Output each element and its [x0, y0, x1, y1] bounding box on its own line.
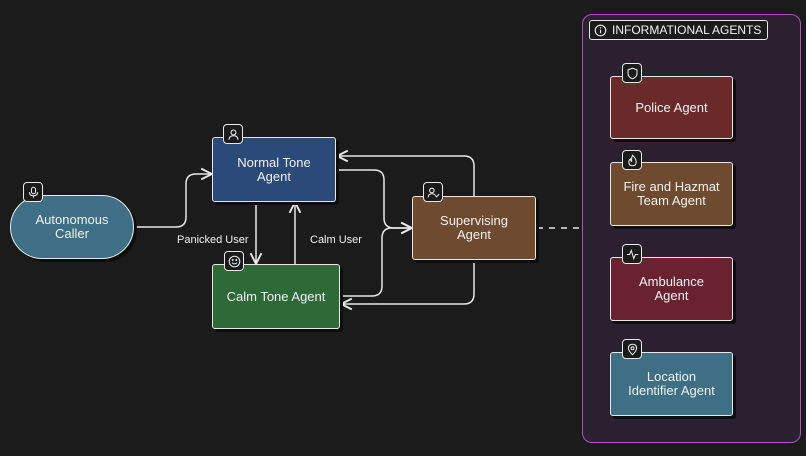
fire-badge: [622, 150, 642, 170]
location-badge: [622, 339, 642, 359]
supervising-agent-label: Supervising Agent: [440, 213, 508, 242]
fire-hazmat-agent-node[interactable]: Fire and Hazmat Team Agent: [610, 162, 733, 226]
fire-hazmat-agent-label: Fire and Hazmat Team Agent: [623, 179, 720, 208]
user-icon: [228, 129, 238, 140]
edge-label-calm-user: Calm User: [310, 234, 362, 246]
shield-icon: [627, 67, 637, 79]
calm-tone-agent-label: Calm Tone Agent: [226, 288, 326, 304]
edge-calm-to-supervising: [340, 228, 412, 297]
police-agent-label: Police Agent: [635, 99, 708, 115]
microphone-icon: [28, 186, 38, 198]
normal-tone-badge: [223, 124, 243, 144]
normal-tone-agent-node[interactable]: Normal Tone Agent: [212, 137, 336, 202]
police-badge: [622, 63, 642, 83]
ambulance-badge: [622, 244, 642, 264]
autonomous-caller-label: Autonomous Caller: [35, 212, 109, 241]
autonomous-caller-node[interactable]: Autonomous Caller: [10, 195, 134, 259]
user-check-icon: [427, 187, 440, 198]
edge-label-panicked-user: Panicked User: [177, 234, 249, 246]
caller-badge: [23, 182, 43, 202]
info-icon: [594, 24, 607, 36]
location-identifier-agent-node[interactable]: Location Identifier Agent: [610, 352, 733, 416]
ambulance-agent-label: Ambulance Agent: [638, 274, 705, 303]
supervising-badge: [423, 182, 443, 202]
ambulance-agent-node[interactable]: Ambulance Agent: [610, 257, 733, 321]
police-agent-node[interactable]: Police Agent: [610, 76, 733, 139]
map-pin-icon: [627, 343, 637, 356]
flame-icon: [627, 153, 637, 166]
location-identifier-agent-label: Location Identifier Agent: [628, 369, 715, 398]
edge-normal-to-supervising: [336, 169, 412, 228]
panel-title-text: INFORMATIONAL AGENTS: [612, 23, 762, 37]
supervising-agent-node[interactable]: Supervising Agent: [412, 196, 536, 260]
edge-supervising-to-normal: [337, 156, 475, 196]
smile-icon: [228, 255, 240, 267]
calm-tone-agent-node[interactable]: Calm Tone Agent: [212, 264, 340, 329]
panel-title: INFORMATIONAL AGENTS: [589, 20, 769, 40]
calm-tone-badge: [224, 251, 244, 271]
normal-tone-agent-label: Normal Tone Agent: [237, 154, 311, 184]
pulse-icon: [626, 248, 638, 260]
edge-supervising-to-calm: [341, 260, 475, 304]
edge-caller-to-normal: [134, 174, 212, 228]
